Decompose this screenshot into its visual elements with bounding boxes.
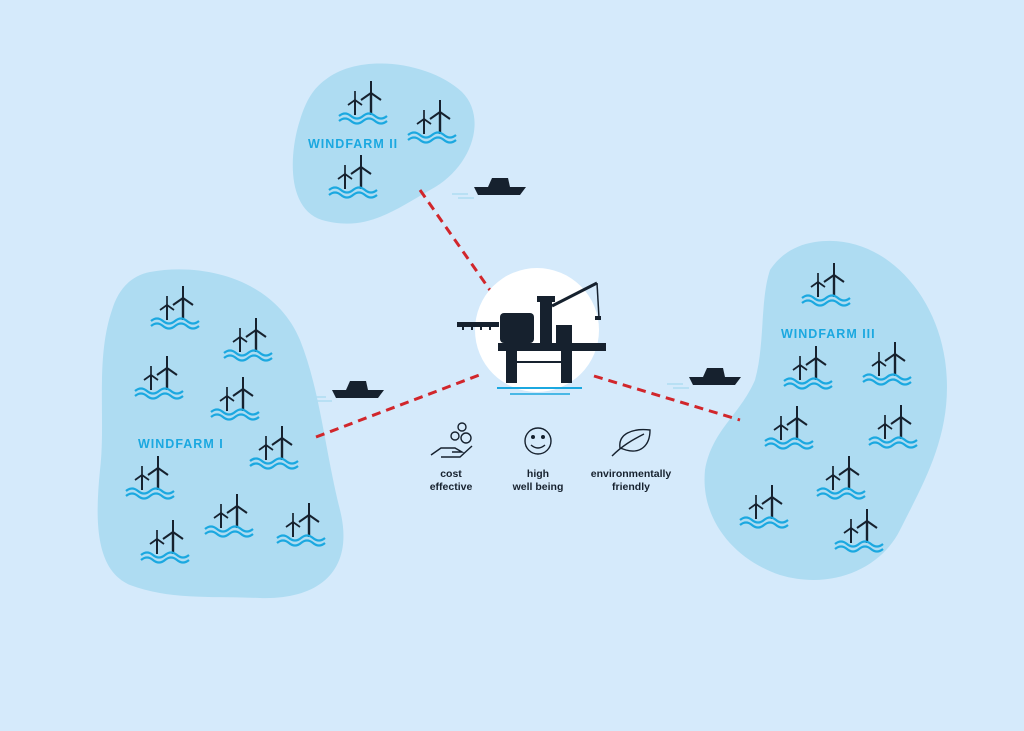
- windfarm-ii-area: [292, 63, 475, 224]
- benefit-environment-line1: environmentally: [591, 468, 672, 480]
- platform-icon: [457, 268, 606, 395]
- link-windfarm-iii: [593, 374, 741, 422]
- hand-coins-icon: [430, 422, 473, 458]
- link-windfarm-ii: [418, 189, 494, 294]
- link-lines: [315, 189, 741, 439]
- boat-icon: [309, 380, 385, 402]
- windfarm-iii-label: WINDFARM III: [781, 327, 876, 341]
- windfarm-i-area: [97, 269, 344, 599]
- windfarm-ii-label: WINDFARM II: [308, 137, 398, 151]
- windfarm-iii-area: [704, 240, 947, 580]
- boat-icon: [451, 177, 527, 199]
- link-windfarm-i: [315, 372, 483, 439]
- benefit-cost-line2: effective: [430, 481, 473, 493]
- windfarm-i-label: WINDFARM I: [138, 437, 224, 451]
- leaf-icon: [611, 428, 651, 457]
- benefit-wellbeing-line2: well being: [512, 481, 564, 493]
- smiley-face-icon: [524, 427, 552, 455]
- benefit-cost-line1: cost: [440, 468, 462, 480]
- benefit-environment-line2: friendly: [612, 481, 650, 493]
- boat-icon: [666, 367, 742, 389]
- benefit-wellbeing-line1: high: [527, 468, 549, 480]
